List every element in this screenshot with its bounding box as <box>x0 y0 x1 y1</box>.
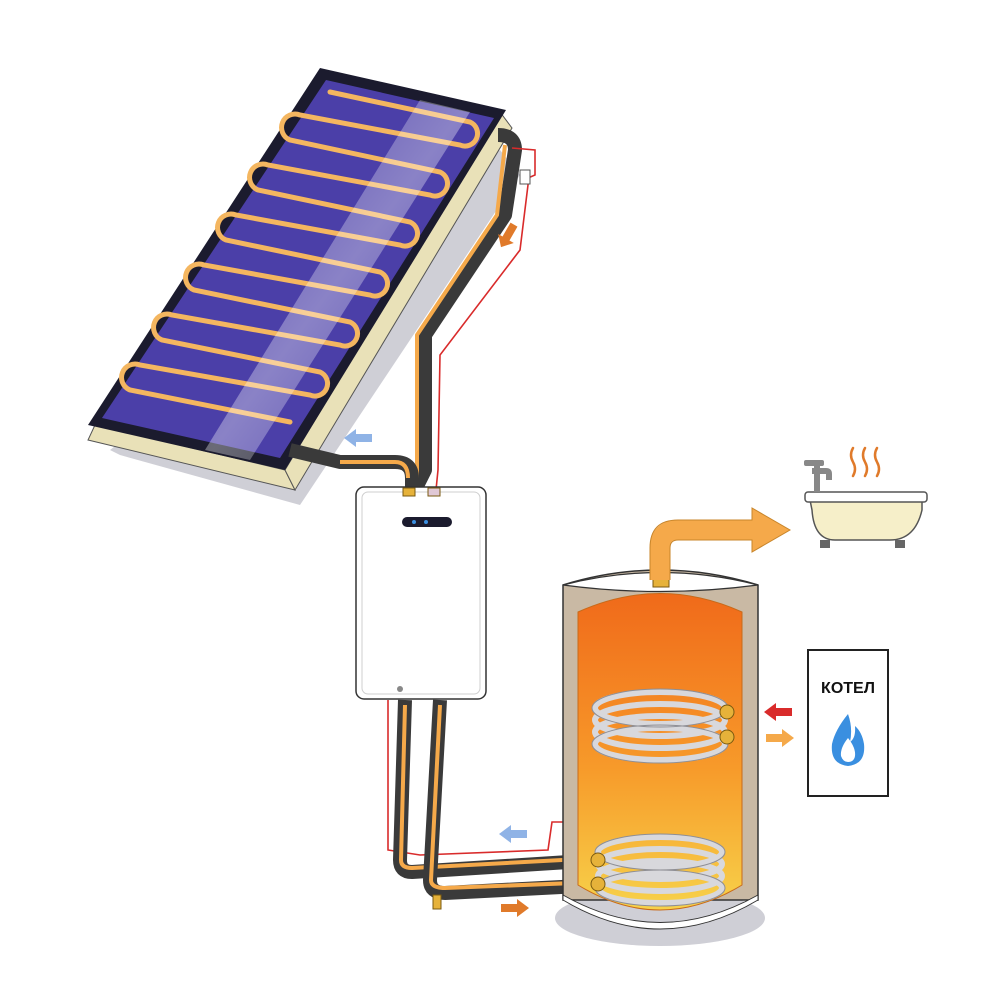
bathtub <box>804 446 928 548</box>
solar-coil-outlet <box>590 876 606 892</box>
glass-glare <box>205 100 470 460</box>
solar-coil-inlet <box>590 852 606 868</box>
storage-tank <box>555 569 765 946</box>
controller-fitting-right <box>427 487 441 497</box>
hot-pipe-insulation <box>408 128 522 494</box>
tank-lower-pipe-core <box>428 704 601 891</box>
arrow-right-hot-water-icon <box>752 508 790 552</box>
controller-body <box>355 486 487 700</box>
faucet-icon <box>804 460 832 492</box>
steam-icon <box>849 446 881 478</box>
bathtub-body <box>809 499 923 541</box>
solar-collector <box>87 68 520 505</box>
collector-sensor <box>519 169 531 185</box>
boiler-coil-outlet <box>719 729 735 745</box>
tank-water <box>577 593 743 911</box>
hot-water-pipe <box>650 520 760 580</box>
boiler-label: КОТЕЛ <box>821 680 875 697</box>
hot-pipe-core <box>415 144 507 480</box>
hot-water-outlet <box>649 507 791 580</box>
boiler-coil-inlet <box>719 704 735 720</box>
arrow-left-red-icon <box>764 703 792 721</box>
tank-sensor-wire <box>387 700 598 856</box>
arrow-right-orange-icon-2 <box>766 729 794 747</box>
solar-coil <box>595 834 725 906</box>
collector-pipes <box>288 128 536 494</box>
arrow-down-orange-icon <box>498 222 518 248</box>
tank-pipes <box>387 699 601 910</box>
drain-valve <box>432 894 442 910</box>
return-pipe-core <box>340 460 410 479</box>
arrow-right-orange-icon <box>501 899 529 917</box>
arrow-left-blue-icon-2 <box>499 825 527 843</box>
tank-upper-pipe-core <box>398 704 601 871</box>
collector-sensor-wire <box>435 147 536 491</box>
tank-shadow <box>555 890 765 946</box>
bathtub-rim <box>804 491 928 503</box>
pump-controller <box>355 486 487 700</box>
arrow-left-blue-icon <box>344 429 372 447</box>
boiler: КОТЕЛ <box>807 649 889 797</box>
flame-icon <box>831 714 865 766</box>
controller-fitting-left <box>402 487 416 497</box>
